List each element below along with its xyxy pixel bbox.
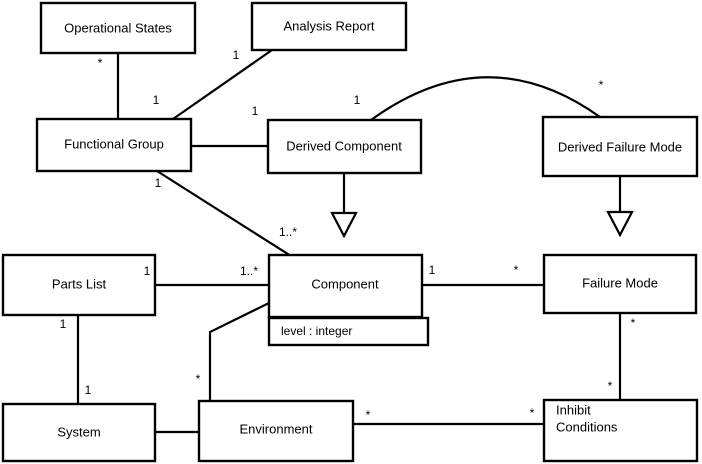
multiplicity-inhibit-from-environment: *: [530, 406, 535, 420]
class-label-analysis-report: Analysis Report: [283, 18, 374, 33]
multiplicity-functional-group-to-derived-component: 1: [252, 104, 259, 118]
edge-derived-component-derived-failure-mode: [370, 76, 601, 121]
class-parts-list[interactable]: Parts List: [1, 253, 157, 317]
class-label-operational-states: Operational States: [64, 20, 172, 35]
class-label-derived-component: Derived Component: [286, 138, 402, 153]
class-inhibit-conditions[interactable]: Inhibit Conditions: [542, 398, 699, 463]
class-label-derived-failure-mode: Derived Failure Mode: [558, 139, 682, 154]
class-label-environment: Environment: [240, 421, 313, 436]
class-label-functional-group: Functional Group: [64, 136, 164, 151]
multiplicity-derived-component-arc-end: 1: [354, 93, 361, 107]
class-system[interactable]: System: [1, 402, 157, 463]
class-component[interactable]: Component level : integer: [267, 253, 430, 347]
class-box-failure-mode[interactable]: [542, 253, 698, 315]
class-derived-component[interactable]: Derived Component: [266, 118, 423, 175]
multiplicity-functional-group-to-operational-states: 1: [153, 93, 160, 107]
multiplicity-component-from-functional-group: 1..*: [279, 225, 297, 239]
multiplicity-parts-list-end: 1: [144, 264, 151, 278]
multiplicity-failure-mode-to-inhibit: *: [631, 316, 636, 330]
class-label-parts-list: Parts List: [52, 276, 107, 291]
generalization-arrowhead-failure-mode: [606, 210, 634, 238]
class-operational-states[interactable]: Operational States: [39, 1, 197, 55]
class-box-environment[interactable]: [197, 399, 355, 463]
class-derived-failure-mode[interactable]: Derived Failure Mode: [541, 115, 699, 178]
multiplicity-environment-to-inhibit: *: [366, 408, 371, 422]
multiplicity-operational-states-end: *: [98, 56, 103, 70]
class-box-parts-list[interactable]: [1, 253, 157, 317]
class-analysis-report[interactable]: Analysis Report: [250, 1, 408, 52]
class-box-inhibit-conditions[interactable]: [542, 398, 699, 463]
edge-analysis-report-functional-group: [172, 49, 273, 120]
multiplicity-component-to-failure-mode: 1: [429, 263, 436, 277]
class-box-operational-states[interactable]: [39, 1, 197, 55]
generalization-arrowhead-component: [330, 211, 358, 239]
multiplicity-analysis-report-end: 1: [233, 48, 240, 62]
class-box-derived-component[interactable]: [266, 118, 423, 175]
class-box-functional-group[interactable]: [35, 117, 193, 173]
multiplicity-derived-failure-mode-arc-end: *: [599, 78, 604, 92]
multiplicity-failure-mode-from-component: *: [514, 263, 519, 277]
class-environment[interactable]: Environment: [197, 399, 355, 463]
class-box-component[interactable]: [267, 253, 424, 319]
class-label-inhibit-conditions-line2: Conditions: [556, 419, 618, 434]
edge-environment-component: [208, 302, 270, 401]
edge-functional-group-component: [156, 170, 292, 257]
multiplicity-inhibit-from-failure-mode: *: [608, 379, 613, 393]
multiplicity-system-to-parts-list: 1: [85, 383, 92, 397]
multiplicity-parts-list-to-system: 1: [60, 317, 67, 331]
class-box-analysis-report[interactable]: [250, 1, 408, 52]
class-label-component: Component: [311, 276, 379, 291]
multiplicity-environment-to-component: *: [196, 372, 201, 386]
class-failure-mode[interactable]: Failure Mode: [542, 253, 698, 315]
class-functional-group[interactable]: Functional Group: [35, 117, 193, 173]
class-attribute-component-level: level : integer: [281, 324, 352, 338]
class-box-derived-failure-mode[interactable]: [541, 115, 699, 178]
class-label-system: System: [57, 424, 100, 439]
class-label-failure-mode: Failure Mode: [582, 275, 658, 290]
multiplicity-component-from-parts-list: 1..*: [240, 264, 258, 278]
multiplicity-functional-group-to-component: 1: [155, 176, 162, 190]
class-box-component-attributes[interactable]: [267, 316, 430, 347]
class-label-inhibit-conditions-line1: Inhibit: [556, 402, 591, 417]
class-box-system[interactable]: [1, 402, 157, 463]
